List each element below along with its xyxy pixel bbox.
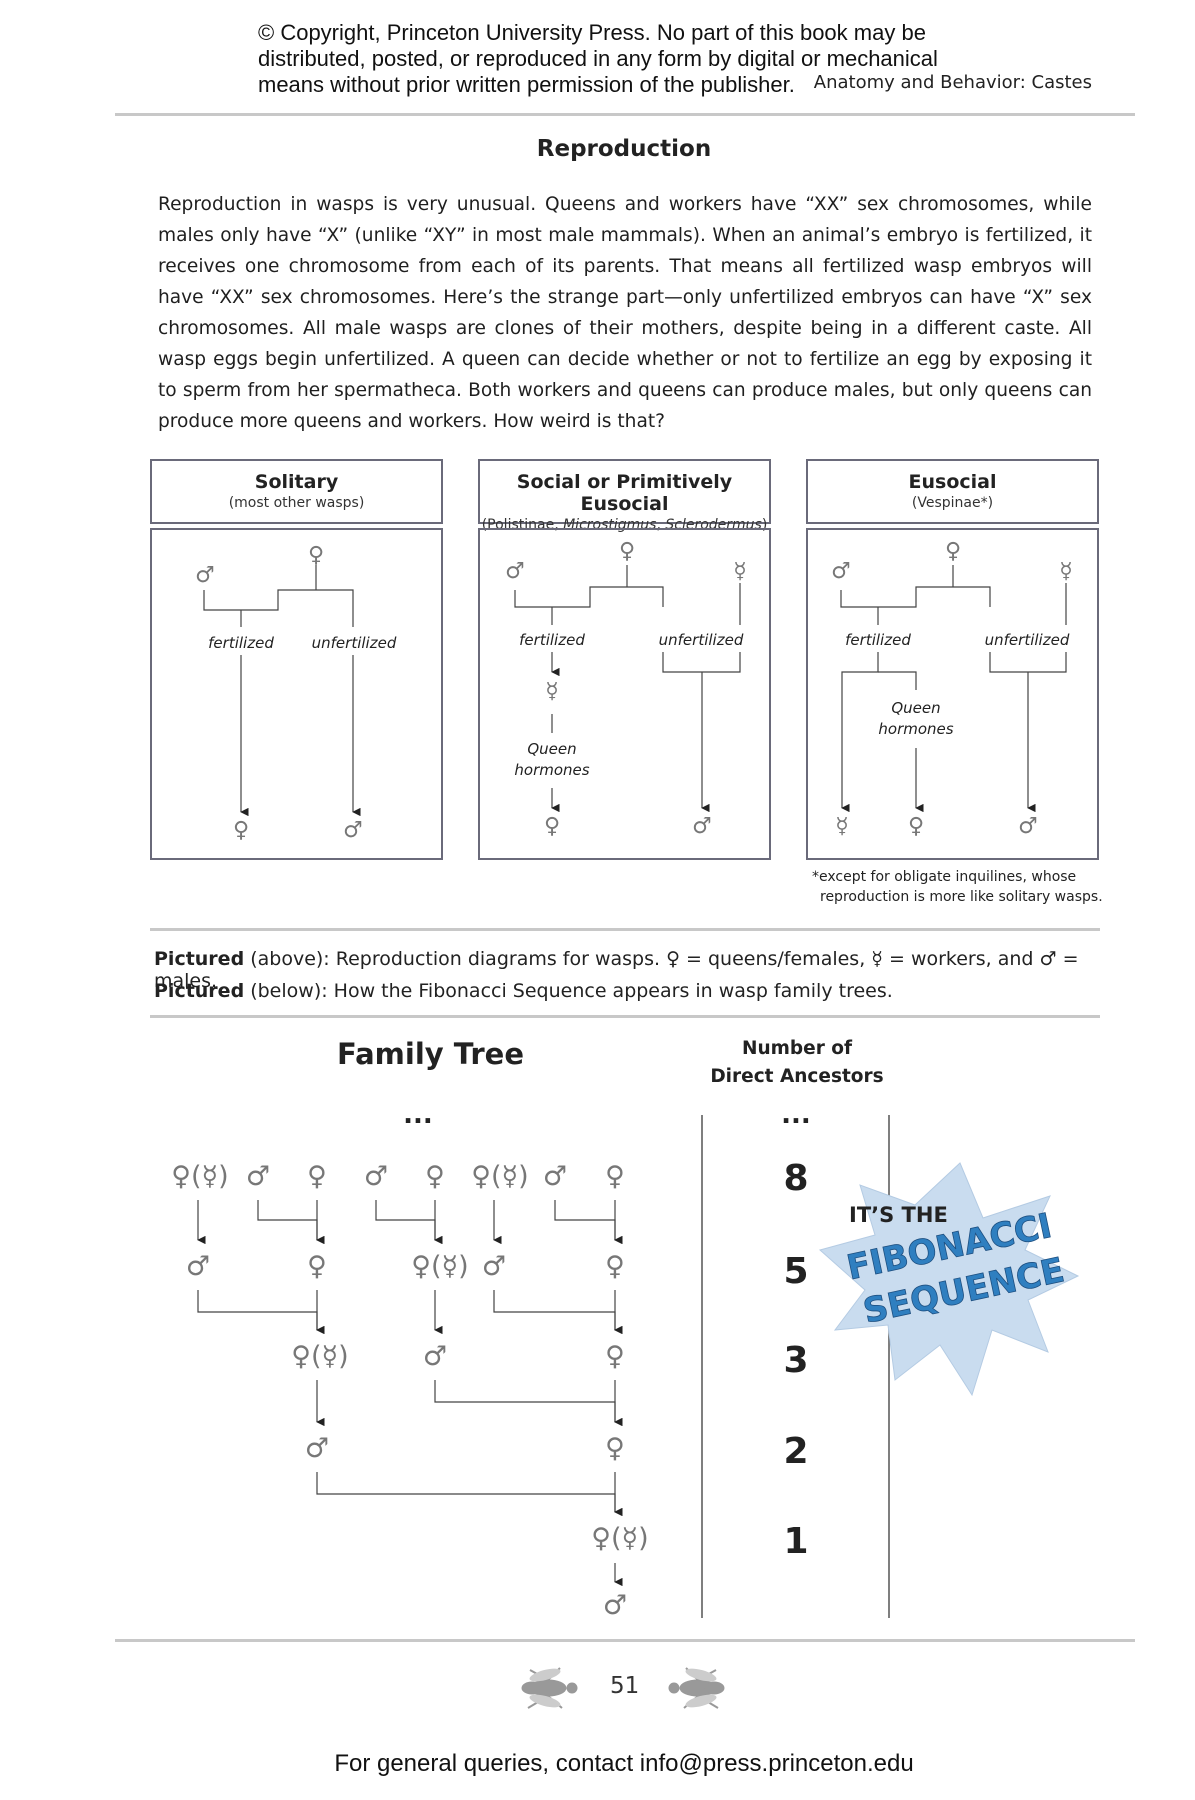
female-symbol: ♀ [619,539,635,564]
male-symbol: ♂ [482,1251,506,1282]
male-symbol: ♂ [364,1161,388,1192]
burst-line-1: IT’S THE [849,1203,948,1227]
female-symbol: ♀ [605,1161,625,1192]
male-symbol: ♂ [1018,814,1038,839]
female-symbol: ♀ [605,1251,625,1282]
male-symbol: ♂ [423,1341,447,1372]
male-symbol: ♂ [543,1161,567,1192]
female-symbol: ♀ [605,1341,625,1372]
queen-hormones-label: hormones [878,720,953,738]
caption-divider-top [150,928,1100,931]
worker-symbol: ☿ [733,559,747,584]
ancestor-count-2: 2 [783,1431,808,1472]
family-tree-title: Family Tree [337,1037,524,1071]
male-symbol: ♂ [246,1161,270,1192]
female-symbol: ♀ [425,1161,445,1192]
male-symbol: ♂ [343,818,363,843]
female-symbol: ♀ [908,814,924,839]
wasp-icon-right [669,1666,724,1710]
queen-hormones-label: hormones [514,761,589,779]
male-symbol: ♂ [603,1590,627,1621]
female-symbol: ♀ [233,818,249,843]
male-symbol: ♂ [305,1433,329,1464]
worker-symbol: ☿ [1059,559,1073,584]
page-number: 51 [610,1673,639,1699]
queen-hormones-label: Queen [527,740,576,758]
male-symbol: ♂ [195,563,215,588]
queen-or-worker-symbol: ♀(☿) [291,1341,348,1372]
female-symbol: ♀ [605,1433,625,1464]
female-symbol: ♀ [945,539,961,564]
female-symbol: ♀ [308,543,324,568]
female-symbol: ♀ [307,1251,327,1282]
footnote-line: *except for obligate inquilines, whose [812,867,1112,887]
footnote-line: reproduction is more like solitary wasps… [812,887,1112,907]
ancestors-title: Number of Direct Ancestors [705,1035,889,1091]
unfertilized-label: unfertilized [312,634,397,652]
ancestor-count-5: 5 [783,1251,808,1292]
unfertilized-label: unfertilized [659,631,744,649]
fertilized-label: fertilized [208,634,274,652]
worker-symbol: ☿ [835,814,849,839]
contact-line: For general queries, contact info@press.… [0,1750,1195,1778]
male-symbol: ♂ [505,559,525,584]
male-symbol: ♂ [692,814,712,839]
queen-or-worker-symbol: ♀(☿) [471,1161,528,1192]
caption-divider-bottom [150,1015,1100,1018]
tree-ellipsis: ... [403,1100,433,1130]
caption-below: Pictured (below): How the Fibonacci Sequ… [154,980,1114,1002]
ancestor-count-1: 1 [783,1521,808,1562]
male-symbol: ♂ [186,1251,210,1282]
ancestor-count-3: 3 [783,1340,808,1381]
unfertilized-label: unfertilized [985,631,1070,649]
queen-or-worker-symbol: ♀(☿) [171,1161,228,1192]
eusocial-footnote: *except for obligate inquilines, whose r… [812,867,1112,907]
ancestor-count-8: 8 [783,1158,808,1199]
queen-hormones-label: Queen [891,699,940,717]
female-symbol: ♀ [307,1161,327,1192]
male-symbol: ♂ [831,559,851,584]
queen-or-worker-symbol: ♀(☿) [411,1251,468,1282]
ancestors-ellipsis: ... [781,1100,811,1130]
female-symbol: ♀ [544,814,560,839]
footer-divider [115,1639,1135,1642]
worker-symbol: ☿ [545,679,559,704]
queen-or-worker-symbol: ♀(☿) [591,1523,648,1554]
fertilized-label: fertilized [845,631,911,649]
wasp-icon-left [522,1666,577,1710]
fertilized-label: fertilized [519,631,585,649]
